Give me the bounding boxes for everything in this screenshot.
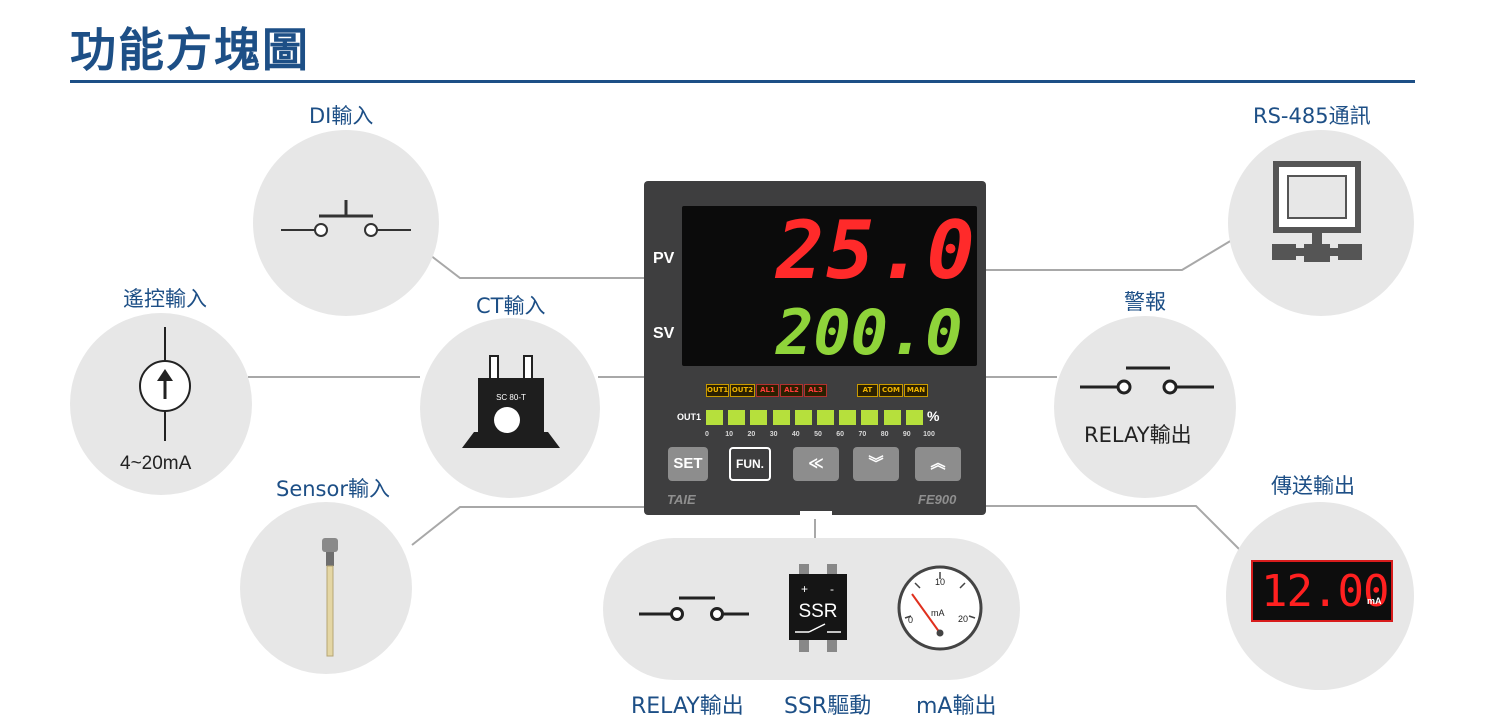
page-title: 功能方塊圖	[70, 23, 310, 77]
di-input-node	[253, 130, 439, 316]
bar-segment	[817, 410, 834, 425]
bar-tick-label: 30	[769, 431, 778, 438]
meter-twenty: 20	[958, 614, 968, 624]
transmit-unit: mA	[1367, 596, 1382, 606]
controller-display	[682, 206, 977, 366]
down-button[interactable]: ︾	[853, 447, 899, 481]
bar-tick-label: 0	[705, 431, 709, 438]
pv-label: PV	[653, 250, 675, 267]
bar-segment	[794, 410, 812, 425]
bar-segment	[728, 410, 746, 425]
pv-value: 25.0	[776, 204, 977, 297]
indicator-al3: AL3	[804, 384, 827, 397]
transmit-display: 12.00 mA	[1251, 560, 1393, 622]
current-transformer-icon: SC 80-T	[462, 355, 560, 448]
bar-tick-label: 20	[747, 431, 756, 438]
ct-model-text: SC 80-T	[496, 393, 526, 402]
fun-button[interactable]: FUN.	[729, 447, 771, 481]
sv-label: SV	[653, 325, 675, 342]
indicator-at: AT	[857, 384, 878, 397]
shift-button[interactable]: ≪	[793, 447, 839, 481]
output-icons: + - SSR 0 10 20 mA	[639, 564, 983, 652]
up-button[interactable]: ︽	[915, 447, 961, 481]
ssr-text: SSR	[798, 601, 837, 622]
rs485-node	[1228, 130, 1414, 316]
indicator-out2: OUT2	[730, 384, 755, 397]
relay-contact-icon	[639, 596, 749, 621]
bar-tick-label: 100	[923, 431, 935, 438]
thermocouple-probe-icon	[322, 538, 338, 657]
network-computer-icon	[1272, 161, 1362, 262]
bar-tick-label: 10	[725, 431, 734, 438]
indicator-al2: AL2	[780, 384, 803, 397]
indicator-man: MAN	[904, 384, 928, 397]
sv-value: 200.0	[776, 296, 963, 369]
bar-segment	[861, 410, 879, 425]
sensor-input-node	[240, 502, 412, 674]
meter-ten: 10	[935, 577, 945, 587]
wire-sensor	[411, 506, 644, 546]
analog-meter-icon: 0 10 20 mA	[897, 565, 983, 651]
ssr-icon: + - SSR	[789, 564, 847, 652]
transmit-value: 12.00	[1261, 566, 1389, 617]
controller-connector	[800, 511, 832, 519]
control-output-node: + - SSR 0 10 20 mA	[603, 538, 1020, 680]
alarm-node: RELAY輸出	[1054, 316, 1236, 498]
ssr-plus: +	[801, 582, 808, 596]
ct-input-node: SC 80-T	[420, 318, 600, 498]
di-input-label: DI輸入	[309, 104, 374, 128]
bar-tick-label: 40	[791, 431, 800, 438]
bar-segment	[883, 410, 901, 425]
brand-label: TAIE	[667, 492, 696, 507]
bar-unit: %	[927, 408, 940, 424]
bar-tick-label: 60	[836, 431, 845, 438]
wire-transmit	[986, 505, 1244, 554]
bar-tick-label: 50	[814, 431, 822, 438]
out-ma-label: mA輸出	[916, 694, 997, 719]
bar-label: OUT1	[677, 412, 702, 422]
out-relay-label: RELAY輸出	[631, 694, 744, 719]
ct-input-label: CT輸入	[476, 294, 546, 318]
bar-segment	[750, 410, 768, 425]
bar-segment	[905, 410, 923, 425]
bar-segment	[772, 410, 790, 425]
model-label: FE900	[918, 492, 957, 507]
wire-di	[429, 254, 644, 279]
bar-segment	[706, 410, 723, 425]
remote-input-label: 遙控輸入	[123, 287, 207, 311]
transmit-output-label: 傳送輸出	[1271, 474, 1355, 498]
indicator-out1: OUT1	[706, 384, 729, 397]
alarm-relay-label: RELAY輸出	[1084, 423, 1192, 447]
alarm-label: 警報	[1124, 290, 1166, 314]
remote-input-node: 4~20mA	[70, 313, 252, 495]
relay-contact-icon	[1080, 366, 1214, 395]
bar-tick-label: 70	[858, 431, 867, 438]
bar-segment	[839, 410, 857, 425]
indicator-al1: AL1	[756, 384, 779, 397]
bar-tick-label: 90	[902, 431, 911, 438]
meter-zero: 0	[908, 615, 913, 625]
rs485-label: RS-485通訊	[1253, 104, 1371, 128]
bar-tick-label: 80	[880, 431, 889, 438]
meter-unit: mA	[931, 608, 945, 618]
wire-rs485	[986, 239, 1233, 271]
pushbutton-switch-icon	[281, 200, 411, 237]
set-button[interactable]: SET	[668, 447, 708, 481]
current-source-icon	[139, 327, 191, 441]
ssr-minus: -	[830, 582, 834, 596]
remote-range-label: 4~20mA	[120, 453, 192, 474]
title-divider	[70, 80, 1415, 83]
out-ssr-label: SSR驅動	[784, 694, 872, 719]
sensor-input-label: Sensor輸入	[276, 477, 390, 501]
indicator-com: COM	[879, 384, 903, 397]
